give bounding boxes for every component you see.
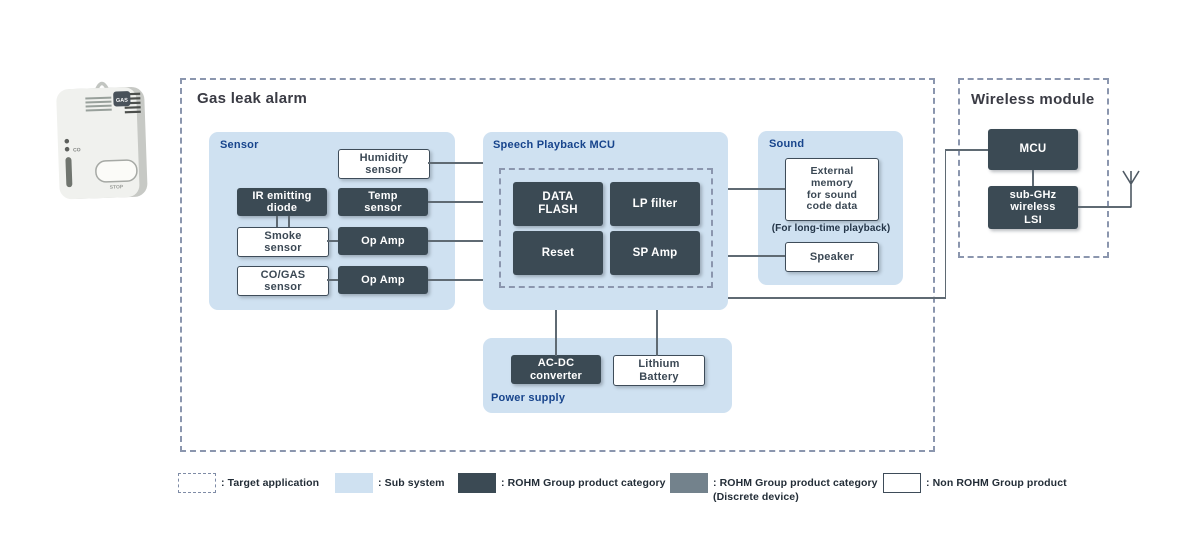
legend-rohm-product: : ROHM Group product category <box>458 473 666 493</box>
sensor-panel-label: Sensor <box>220 139 259 151</box>
wireless-module-title: Wireless module <box>971 91 1095 108</box>
wireless-mcu-box: MCU <box>988 129 1078 170</box>
co-gas-sensor-box: CO/GAS sensor <box>237 266 329 296</box>
wireless-module-frame <box>958 78 1109 258</box>
sub-ghz-wireless-lsi-box: sub-GHz wireless LSI <box>988 186 1078 229</box>
temp-sensor-box: Temp sensor <box>338 188 428 216</box>
line-speechmcu-wireless-vertical <box>944 149 946 298</box>
line-temp-speechmcu <box>428 201 483 203</box>
legend-label-line2: (Discrete device) <box>713 491 799 503</box>
legend-swatch-sub-system <box>335 473 373 493</box>
legend-label: : Sub system <box>378 477 445 489</box>
smoke-sensor-box: Smoke sensor <box>237 227 329 257</box>
line-speechmcu-battery <box>656 310 658 356</box>
line-opamp2-speechmcu <box>428 279 483 281</box>
legend-rohm-discrete: : ROHM Group product category (Discrete … <box>670 473 878 504</box>
gas-badge-label: GAS <box>116 98 128 104</box>
legend-label: : Target application <box>221 477 320 489</box>
legend-label: : Non ROHM Group product <box>926 477 1067 489</box>
legend-label: : ROHM Group product category (Discrete … <box>713 476 878 504</box>
speech-mcu-inner-frame <box>499 168 713 288</box>
gas-alarm-device-illustration: GAS CO STOP <box>56 81 148 200</box>
line-speechmcu-wireless-horizontal <box>728 297 946 299</box>
device-led-1 <box>64 138 70 144</box>
legend-non-rohm: : Non ROHM Group product <box>883 473 1067 493</box>
line-irdiode-smoke-1 <box>276 216 278 227</box>
gas-leak-alarm-frame <box>180 78 935 452</box>
lp-filter-box: LP filter <box>610 182 700 226</box>
device-vents-left <box>85 96 112 112</box>
line-to-wireless-mcu <box>945 149 988 151</box>
legend-swatch-rohm-product <box>458 473 496 493</box>
legend-swatch-rohm-discrete <box>670 473 708 493</box>
ir-emitting-diode-box: IR emitting diode <box>237 188 327 216</box>
speech-playback-mcu-label: Speech Playback MCU <box>493 139 616 151</box>
line-speechmcu-speaker <box>728 255 785 257</box>
data-flash-box: DATA FLASH <box>513 182 603 226</box>
line-subghz-antenna <box>1078 206 1131 208</box>
sound-panel-label: Sound <box>769 138 805 150</box>
sp-amp-box: SP Amp <box>610 231 700 275</box>
legend-label-line1: : ROHM Group product category <box>713 477 878 489</box>
legend-target-application: : Target application <box>178 473 319 493</box>
legend-label: : ROHM Group product category <box>501 477 666 489</box>
gas-badge <box>113 91 131 107</box>
stop-button-label: STOP <box>110 184 124 190</box>
line-humidity-speechmcu <box>428 162 483 164</box>
line-smoke-opamp1 <box>327 240 338 242</box>
legend-swatch-target-application <box>178 473 216 493</box>
legend-swatch-non-rohm <box>883 473 921 493</box>
device-slot <box>65 157 73 188</box>
humidity-sensor-box: Humidity sensor <box>338 149 430 179</box>
legend-sub-system: : Sub system <box>335 473 445 493</box>
op-amp-1-box: Op Amp <box>338 227 428 255</box>
line-speechmcu-extmemory <box>728 188 785 190</box>
line-speechmcu-acdc <box>555 310 557 356</box>
gas-leak-alarm-title: Gas leak alarm <box>197 90 308 107</box>
long-time-playback-note: (For long-time playback) <box>771 223 891 234</box>
power-supply-label: Power supply <box>491 392 566 404</box>
device-led-2 <box>64 146 70 152</box>
ac-dc-converter-box: AC-DC converter <box>511 355 601 384</box>
line-mcu-subghz <box>1032 170 1034 186</box>
line-irdiode-smoke-2 <box>288 216 290 227</box>
lithium-battery-box: Lithium Battery <box>613 355 705 386</box>
reset-box: Reset <box>513 231 603 275</box>
stop-button-shape <box>95 159 138 183</box>
line-cogas-opamp2 <box>327 279 338 281</box>
line-opamp1-speechmcu <box>428 240 483 242</box>
speaker-box: Speaker <box>785 242 879 272</box>
external-memory-box: External memory for sound code data <box>785 158 879 221</box>
antenna-icon <box>1122 170 1140 208</box>
op-amp-2-box: Op Amp <box>338 266 428 294</box>
co-led-label: CO <box>73 147 81 153</box>
